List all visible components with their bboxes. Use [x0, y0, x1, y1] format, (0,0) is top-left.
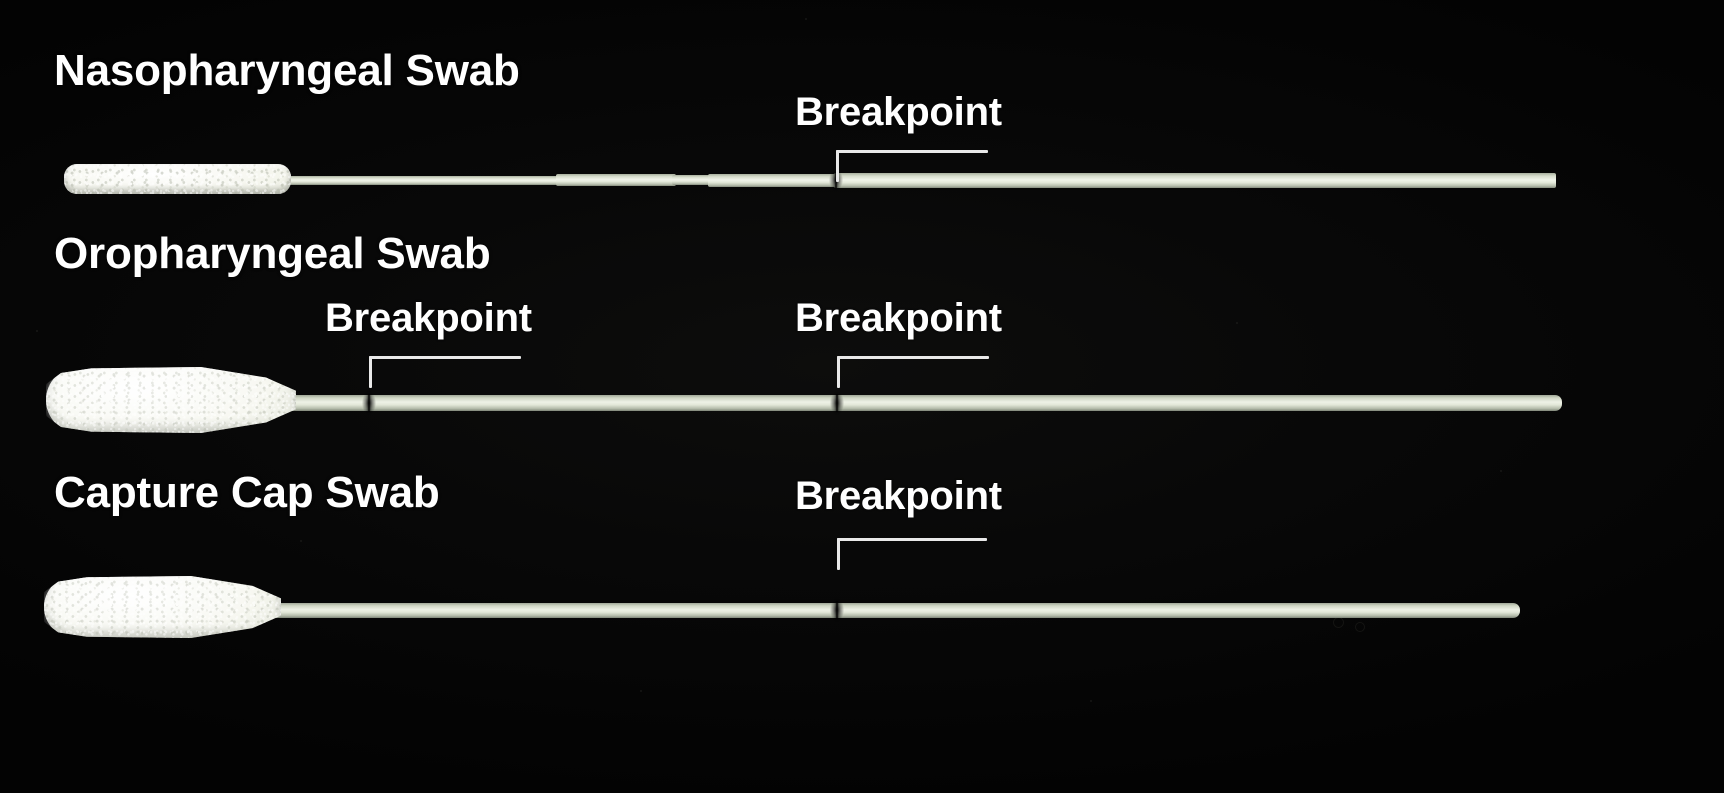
- backdrop-speck: [1090, 700, 1092, 702]
- breakpoint-leader-vertical: [369, 356, 372, 388]
- flock-texture: [64, 164, 291, 194]
- swab-name-label: Oropharyngeal Swab: [54, 229, 491, 278]
- foam-edge-fuzz: [44, 576, 281, 638]
- foam-texture: [46, 367, 296, 433]
- breakpoint-label: Breakpoint: [325, 296, 532, 340]
- swab-name-label: Capture Cap Swab: [54, 468, 440, 517]
- breakpoint-leader-horizontal: [837, 356, 989, 359]
- swab-shaft-segment: [672, 175, 712, 185]
- backdrop-speck: [1500, 470, 1502, 472]
- backdrop-speck: [1355, 622, 1365, 632]
- swab-shaft-segment: [556, 174, 676, 186]
- swab-shaft: [288, 395, 1562, 411]
- foam-swab-tip: [44, 576, 281, 638]
- breakpoint-leader-vertical: [836, 150, 839, 182]
- breakpoint-label: Breakpoint: [795, 296, 1002, 340]
- backdrop-speck: [1236, 322, 1238, 324]
- breakpoint-label: Breakpoint: [795, 90, 1002, 134]
- breakpoint-leader-horizontal: [836, 150, 988, 153]
- breakpoint-shadow: [362, 392, 376, 414]
- flocked-swab-tip: [64, 164, 291, 194]
- breakpoint-leader-vertical: [837, 538, 840, 570]
- foam-swab-tip: [46, 367, 296, 433]
- backdrop-speck: [470, 250, 472, 252]
- foam-texture: [44, 576, 281, 638]
- breakpoint-leader-vertical: [837, 356, 840, 388]
- swab-name-label: Nasopharyngeal Swab: [54, 46, 520, 95]
- breakpoint-leader-horizontal: [369, 356, 521, 359]
- backdrop-speck: [1333, 617, 1344, 628]
- foam-edge-fuzz: [46, 367, 296, 433]
- swab-shaft-segment: [283, 175, 560, 185]
- breakpoint-shadow: [830, 599, 844, 621]
- breakpoint-label: Breakpoint: [795, 474, 1002, 518]
- swab-shaft-segment: [708, 173, 836, 187]
- backdrop-speck: [805, 18, 807, 20]
- backdrop-speck: [640, 690, 642, 692]
- backdrop-speck: [300, 540, 302, 542]
- backdrop-speck: [36, 330, 38, 332]
- breakpoint-shadow: [830, 392, 844, 414]
- breakpoint-leader-horizontal: [837, 538, 987, 541]
- swab-shaft: [273, 602, 1520, 618]
- swab-shaft-segment: [834, 172, 1556, 188]
